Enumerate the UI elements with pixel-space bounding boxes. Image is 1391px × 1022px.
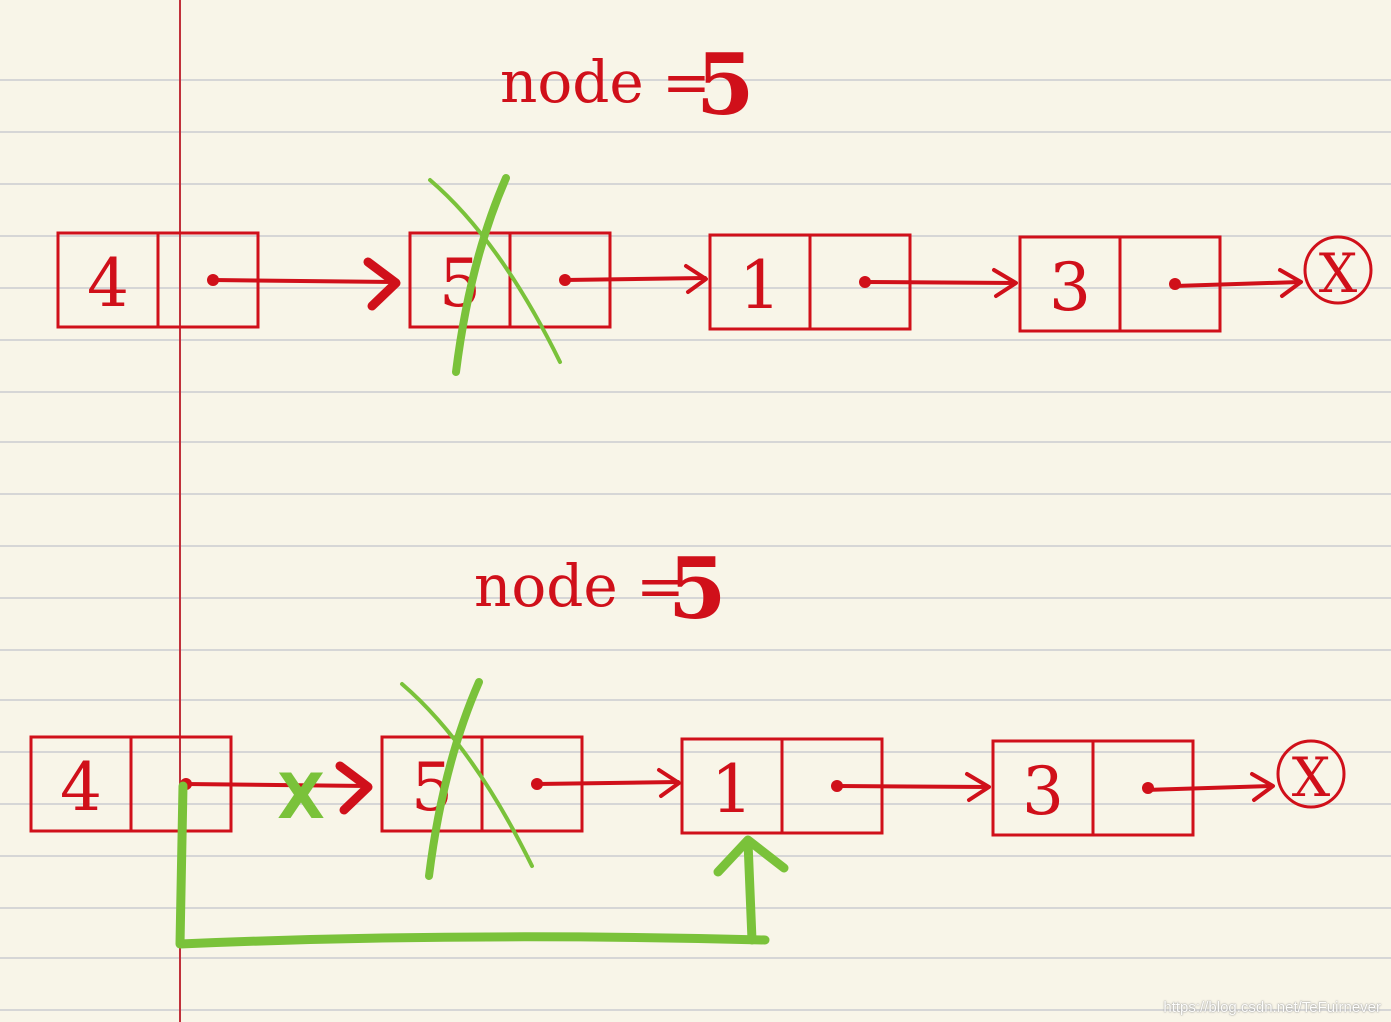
node-value: 3 [1049,249,1091,326]
diagram-1: node = 5 4 5 1 3 [56,35,1373,376]
terminal-mark: X [1292,746,1331,809]
ruled-lines [0,79,1391,1011]
diagram-1-arrows [211,257,1303,311]
diagram-1-node-3: 1 [708,233,912,331]
node-value: 1 [739,247,781,324]
diagram-2-node-1: 4 [29,735,233,833]
node-value: 4 [87,245,129,322]
node-value: 3 [1022,753,1064,830]
terminal-mark: X [1319,242,1358,305]
watermark: https://blog.csdn.net/TeFuirnever [1163,999,1381,1016]
diagram-2-null-terminal: X [1276,739,1346,809]
removed-link-mark: X [277,760,325,833]
diagram-2-delete-cross-icon [400,678,534,880]
diagram-2: node = 5 4 5 1 3 [29,539,1346,949]
diagram-1-null-terminal: X [1303,235,1373,305]
diagram-1-node-1: 4 [56,231,260,329]
node-value: 1 [711,751,753,828]
diagram-1-delete-cross-icon [428,174,562,376]
diagram-2-label-prefix: node = [474,552,685,620]
diagram-2-arrows [184,761,1275,815]
diagram-2-node-4: 3 [991,739,1195,837]
node-value: 4 [60,749,102,826]
diagram-1-label-prefix: node = [500,48,711,116]
diagram-1-node-4: 3 [1018,235,1222,333]
diagram-2-node-3: 1 [680,737,884,835]
diagram-1-label-value: 5 [696,35,754,134]
diagram-2-label-value: 5 [668,539,726,638]
bypass-link-arrow [175,781,789,949]
